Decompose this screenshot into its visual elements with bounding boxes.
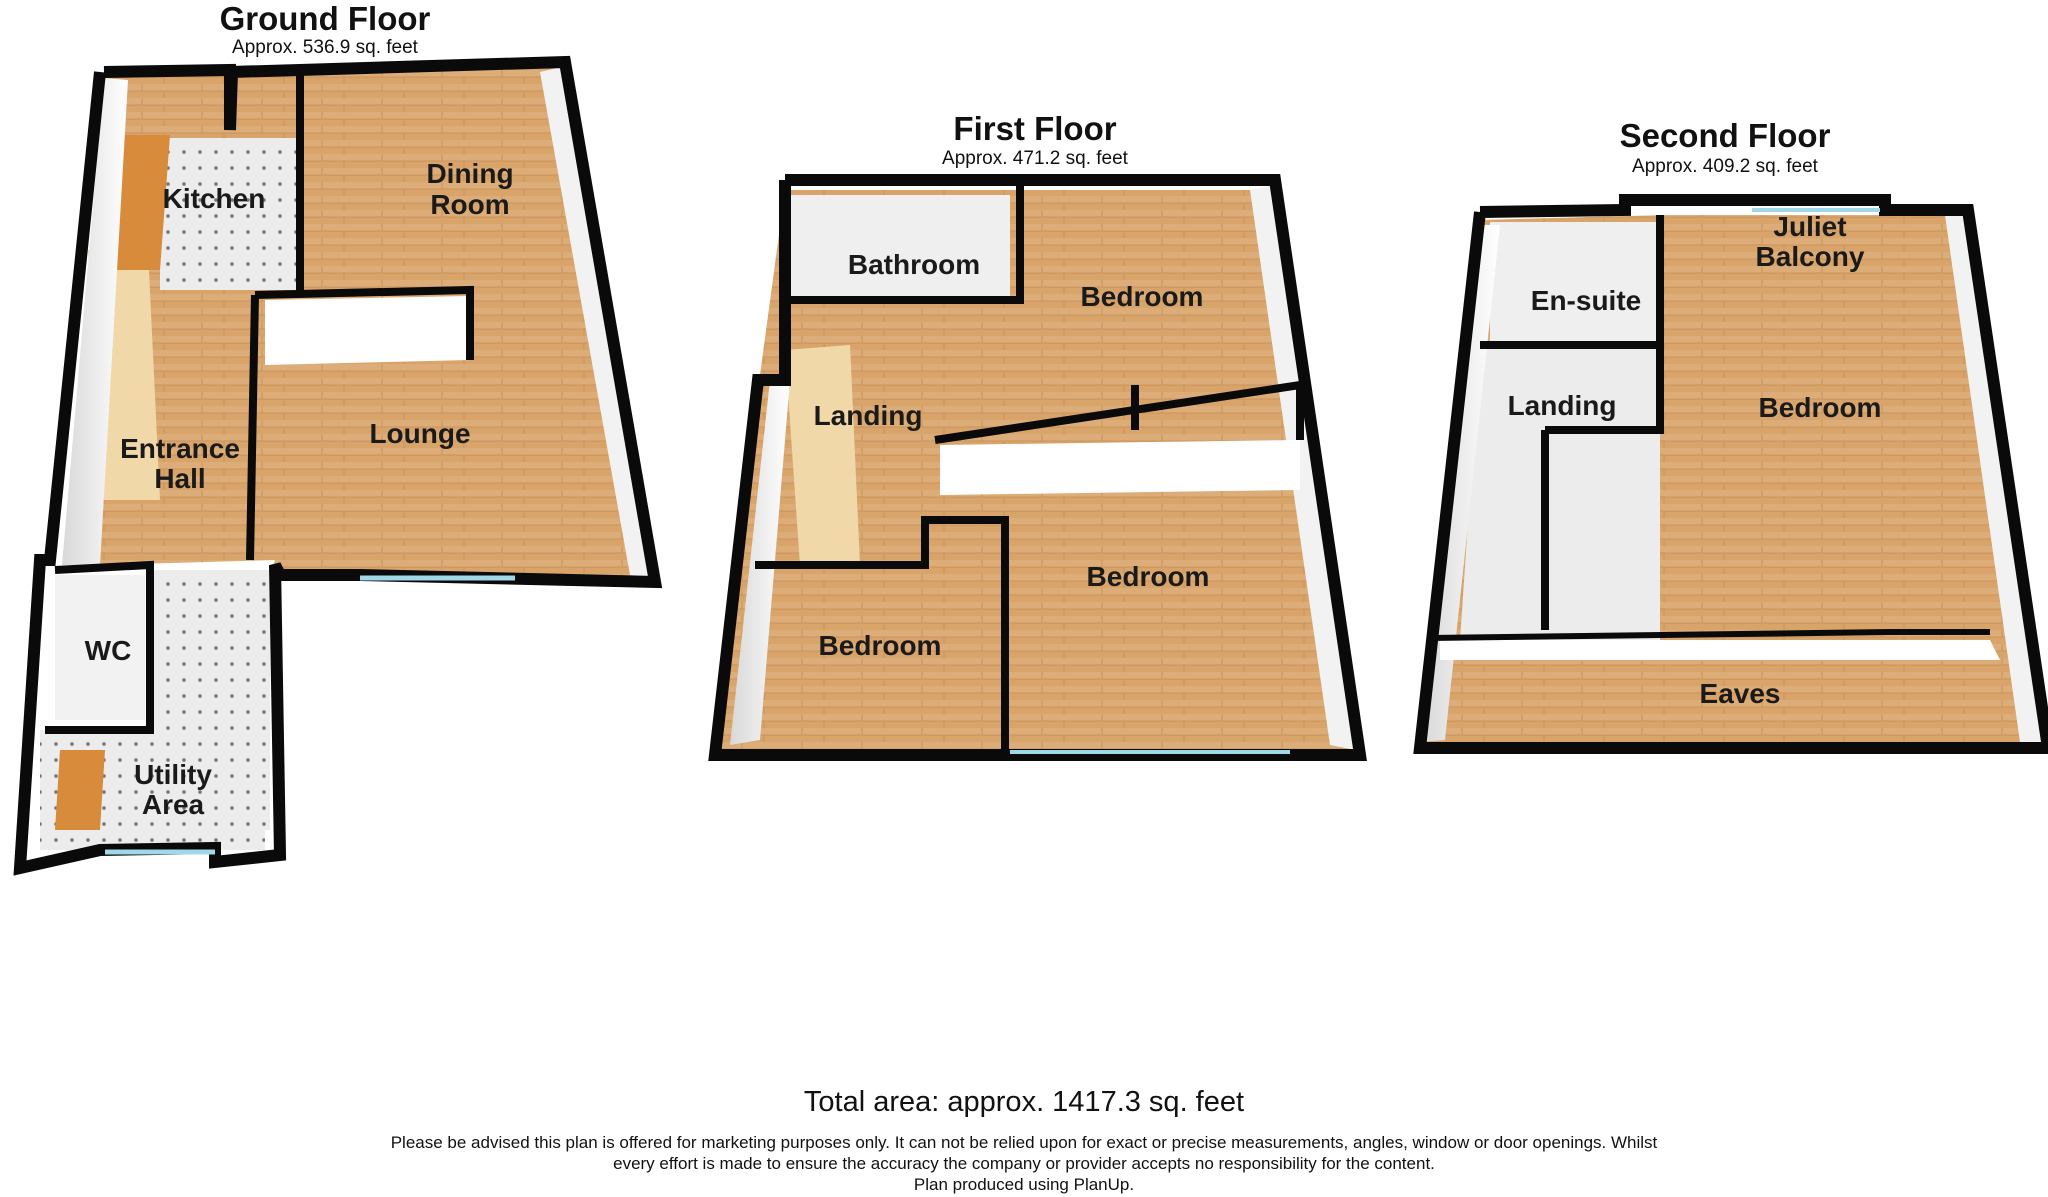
first-floor-title: First Floor <box>953 110 1117 147</box>
utility-worktop <box>55 750 105 830</box>
ensuite-floor <box>1490 222 1660 342</box>
disclaimer-line-1: Please be advised this plan is offered f… <box>390 1133 1658 1152</box>
first-right-wall-face <box>1250 185 1355 750</box>
wc-floor <box>55 575 145 720</box>
kitchen-worktop <box>112 135 170 270</box>
ground-floor-title: Ground Floor <box>219 0 431 37</box>
bathroom-floor <box>785 195 1010 300</box>
room-label-first-landing: Landing <box>814 400 923 431</box>
room-label-second-landing: Landing <box>1508 390 1617 421</box>
first-inner-wall-a <box>785 180 1024 304</box>
lounge-partition-face <box>265 296 470 365</box>
second-eaves-wall <box>1429 629 1990 641</box>
room-label-juliet: Juliet <box>1773 211 1846 242</box>
room-label-entrance: Entrance <box>120 433 240 464</box>
ground-right-wall-face <box>540 66 650 580</box>
second-outer-wall <box>1413 194 2048 754</box>
room-label-utility-area: Area <box>142 789 205 820</box>
room-label-bathroom: Bathroom <box>848 249 980 280</box>
room-label-lounge: Lounge <box>369 418 470 449</box>
second-inner-wall-b <box>1545 345 1664 434</box>
second-landing-floor <box>1460 345 1660 640</box>
eaves-floor <box>1420 648 2040 740</box>
room-label-dining: Dining <box>426 158 513 189</box>
room-label-dining-room: Room <box>430 189 509 220</box>
ground-floor-plan <box>13 55 663 876</box>
first-outer-wall <box>708 174 1367 761</box>
first-floor-area: Approx. 471.2 sq. feet <box>942 148 1128 169</box>
room-label-first-bedroom-small: Bedroom <box>819 630 942 661</box>
disclaimer-line-3: Plan produced using PlanUp. <box>913 1175 1135 1194</box>
room-label-hall: Hall <box>154 463 205 494</box>
room-label-ensuite: En-suite <box>1531 285 1641 316</box>
first-inner-wall-c <box>755 516 1009 755</box>
kitchen-floor <box>160 138 300 290</box>
first-stairs <box>785 345 860 565</box>
ground-left-wall-face <box>62 78 128 565</box>
ground-floor-area: Approx. 536.9 sq. feet <box>232 37 418 58</box>
room-label-second-bedroom: Bedroom <box>1759 392 1882 423</box>
ground-outer-wall <box>13 55 663 876</box>
first-partition-face <box>940 440 1300 495</box>
room-labels: Kitchen Dining Room Entrance Hall Lounge… <box>85 158 1882 820</box>
disclaimer-line-2: every effort is made to ensure the accur… <box>613 1154 1435 1173</box>
ground-inner-wall-a <box>254 285 474 360</box>
room-label-kitchen: Kitchen <box>163 183 266 214</box>
second-floor-area: Approx. 409.2 sq. feet <box>1632 156 1818 177</box>
room-label-first-bedroom-rear: Bedroom <box>1081 281 1204 312</box>
eaves-wall-face <box>1440 640 2000 660</box>
total-area: Total area: approx. 1417.3 sq. feet <box>803 1086 1245 1118</box>
first-floor-plan <box>708 174 1367 761</box>
second-right-wall-face <box>1945 210 2045 745</box>
room-label-utility: Utility <box>134 759 212 790</box>
ground-inner-wall-c <box>45 560 154 734</box>
first-inner-wall-b <box>934 380 1304 444</box>
room-label-eaves: Eaves <box>1700 678 1781 709</box>
room-label-balcony: Balcony <box>1756 241 1865 272</box>
room-label-first-bedroom-front: Bedroom <box>1087 561 1210 592</box>
second-floor-plan <box>1413 194 2048 754</box>
second-floor-title: Second Floor <box>1619 117 1831 154</box>
ground-inner-wall-d <box>246 294 259 561</box>
room-label-wc: WC <box>85 635 132 666</box>
